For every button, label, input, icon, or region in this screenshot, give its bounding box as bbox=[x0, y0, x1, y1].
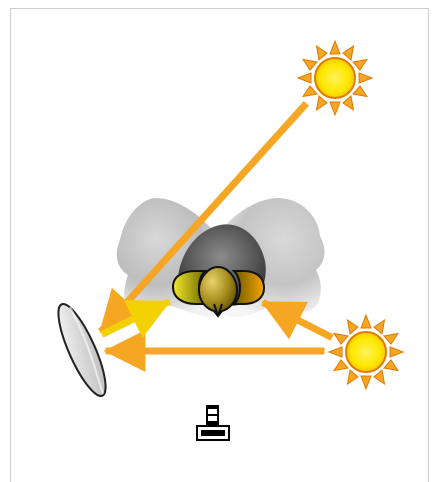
fill-light-sun bbox=[327, 313, 405, 391]
subject-face-chin bbox=[213, 303, 223, 317]
subject-face-right bbox=[231, 270, 266, 305]
key-light-sun bbox=[296, 39, 374, 117]
reflected-light-ray bbox=[100, 298, 171, 338]
key-light-ray bbox=[98, 101, 309, 334]
camera-icon bbox=[196, 405, 230, 441]
fill-light-ray-to-subject bbox=[261, 299, 334, 341]
reflector bbox=[57, 303, 107, 397]
